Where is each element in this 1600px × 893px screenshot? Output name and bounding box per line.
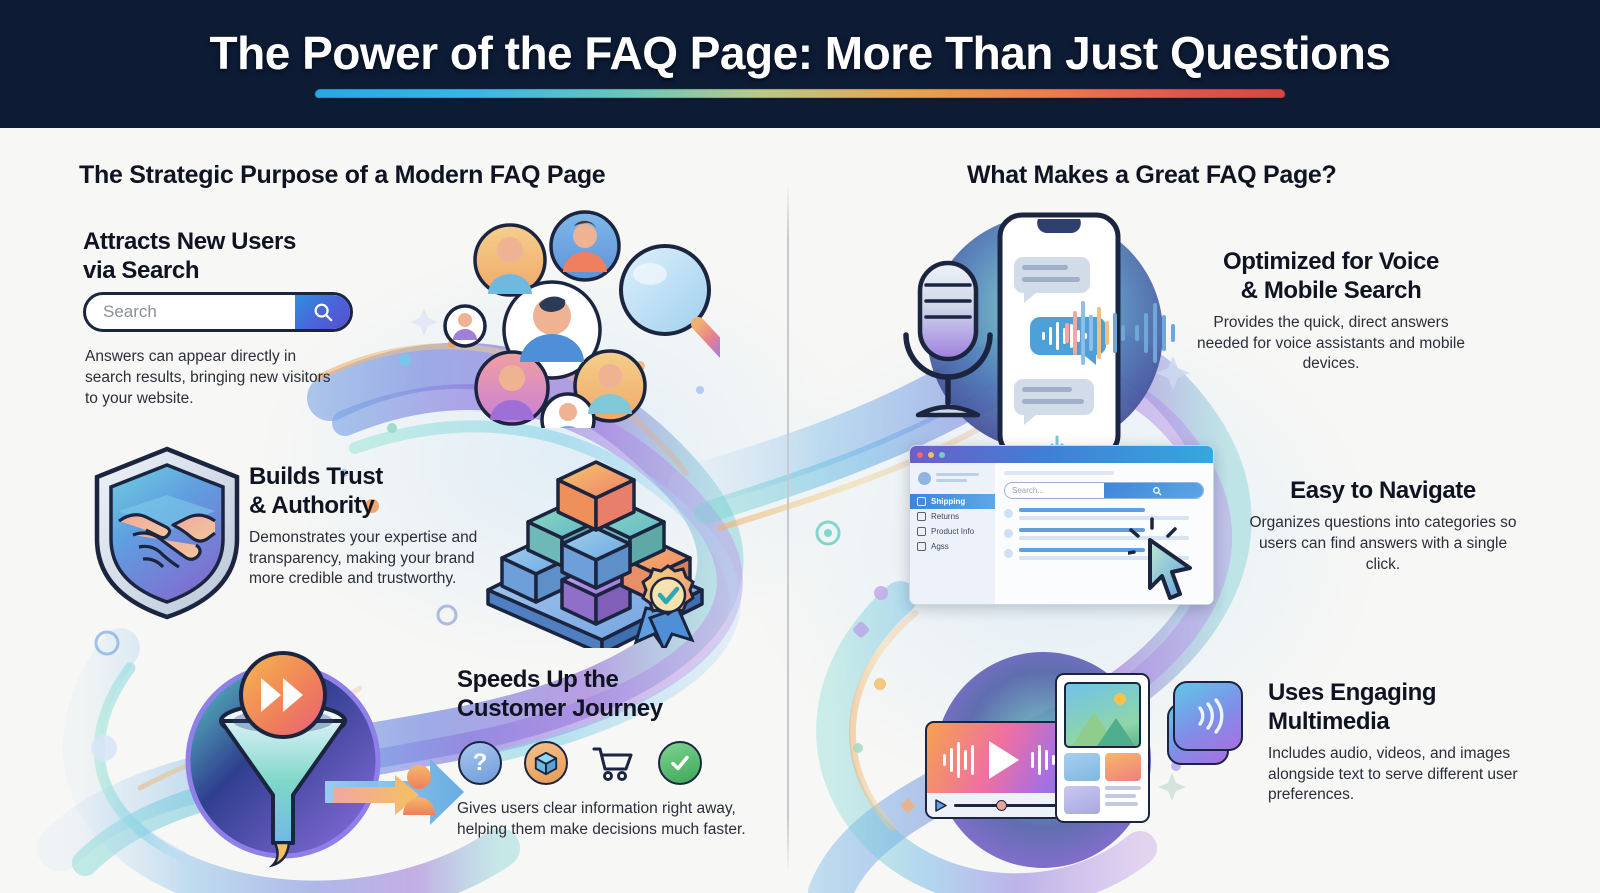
journey-step-icons: ? xyxy=(458,741,702,785)
click-cursor-icon xyxy=(1128,517,1192,600)
signal-wave-icon xyxy=(1198,698,1224,734)
page-title: The Power of the FAQ Page: More Than Jus… xyxy=(209,27,1391,79)
sidebar-item-agss[interactable]: Agss xyxy=(910,539,995,554)
faq-search-input[interactable]: Search... xyxy=(1004,482,1204,499)
faq-result-row[interactable] xyxy=(1004,548,1204,560)
microphone-phone-icon xyxy=(903,212,1175,460)
search-input[interactable]: Search xyxy=(83,292,353,332)
search-input-placeholder: Search xyxy=(103,302,157,321)
right-item-3-desc: Includes audio, videos, and images along… xyxy=(1268,744,1518,804)
right-item-3-title-line1: Uses Engaging xyxy=(1268,679,1437,706)
returns-icon xyxy=(917,512,926,521)
play-icon[interactable] xyxy=(935,798,947,812)
right-item-3-title-line2: Multimedia xyxy=(1268,707,1390,735)
thumbnail xyxy=(1105,753,1141,781)
left-item-2-title-line1: Builds Trust xyxy=(249,463,383,490)
agss-icon xyxy=(917,542,926,551)
question-icon: ? xyxy=(458,741,502,785)
image-gallery-card[interactable] xyxy=(1055,673,1150,823)
multimedia-cards-icon xyxy=(925,652,1229,868)
title-underline-accent xyxy=(314,89,1286,98)
left-item-3-title-line2: Customer Journey xyxy=(457,694,663,722)
sidebar-item-product-info-label: Product Info xyxy=(931,527,975,536)
video-progress-slider[interactable] xyxy=(954,799,1065,811)
faq-search-button[interactable] xyxy=(1104,483,1203,498)
right-item-2: Easy to Navigate Organizes questions int… xyxy=(1243,477,1523,576)
thumbnail xyxy=(1064,786,1100,814)
browser-sidebar: Shipping Returns Product Info Agss xyxy=(910,463,995,604)
right-item-1-title-line2: & Mobile Search xyxy=(1240,276,1422,304)
search-submit-button[interactable] xyxy=(295,295,350,329)
right-item-1-desc: Provides the quick, direct answers neede… xyxy=(1197,313,1465,373)
building-blocks-badge-artwork xyxy=(486,460,704,648)
sidebar-profile xyxy=(910,472,995,494)
product-info-icon xyxy=(917,527,926,536)
profile-placeholder-lines xyxy=(936,472,987,485)
search-icon xyxy=(1153,486,1162,495)
right-item-1: Optimized for Voice & Mobile Search Prov… xyxy=(1196,248,1466,375)
browser-content: Shipping Returns Product Info Agss xyxy=(910,463,1213,604)
check-glyph xyxy=(671,755,689,771)
shopping-cart-icon xyxy=(592,747,633,781)
left-item-1: Attracts New Users via Search xyxy=(83,228,383,286)
thumbnail-text-row xyxy=(1064,786,1141,814)
column-divider xyxy=(787,183,789,873)
left-item-1-title-line2: via Search xyxy=(83,256,200,284)
audience-avatars-artwork xyxy=(443,210,720,428)
shipping-icon xyxy=(917,497,926,506)
right-column-heading: What Makes a Great FAQ Page? xyxy=(967,161,1337,189)
shield-handshake-icon xyxy=(94,446,240,620)
panel-heading-placeholder xyxy=(1004,471,1114,475)
left-item-3-title-line1: Speeds Up the xyxy=(457,666,619,693)
package-glyph xyxy=(534,751,558,776)
check-circle-icon xyxy=(658,741,702,785)
video-waveform-play xyxy=(943,741,1055,779)
sidebar-item-agss-label: Agss xyxy=(931,542,949,551)
video-progress-knob[interactable] xyxy=(996,799,1008,811)
left-item-3: Speeds Up the Customer Journey xyxy=(457,666,757,724)
window-close-dot[interactable] xyxy=(917,451,923,458)
right-item-3: Uses Engaging Multimedia Includes audio,… xyxy=(1268,679,1548,806)
right-item-2-title-line1: Easy to Navigate xyxy=(1290,477,1476,504)
funnel-fastforward-icon xyxy=(185,651,464,868)
right-item-1-title-line1: Optimized for Voice xyxy=(1223,248,1439,275)
left-item-1-desc: Answers can appear directly in search re… xyxy=(85,348,331,407)
left-item-3-desc-wrap: Gives users clear information right away… xyxy=(457,792,767,841)
faq-result-row[interactable] xyxy=(1004,508,1204,520)
avatar xyxy=(918,472,931,485)
left-column-heading: The Strategic Purpose of a Modern FAQ Pa… xyxy=(79,161,606,189)
sidebar-item-shipping[interactable]: Shipping xyxy=(910,494,995,509)
sun-icon xyxy=(1114,693,1126,705)
left-item-2-title-line2: & Authority xyxy=(249,491,375,519)
left-item-1-desc-wrap: Answers can appear directly in search re… xyxy=(85,340,335,410)
search-icon xyxy=(314,303,332,322)
window-maximize-dot[interactable] xyxy=(939,451,945,458)
browser-main-panel: Search... xyxy=(995,463,1213,604)
photo-thumbnail xyxy=(1064,682,1141,748)
faq-result-row[interactable] xyxy=(1004,528,1204,540)
browser-titlebar xyxy=(910,446,1213,463)
faq-search-placeholder: Search... xyxy=(1012,486,1045,495)
right-item-2-desc: Organizes questions into categories so u… xyxy=(1249,513,1517,573)
text-placeholder-lines xyxy=(1105,786,1141,814)
page-header: The Power of the FAQ Page: More Than Jus… xyxy=(0,0,1600,128)
window-minimize-dot[interactable] xyxy=(928,451,934,458)
mountain-shape xyxy=(1097,718,1135,746)
package-icon xyxy=(524,741,568,785)
video-player-card[interactable] xyxy=(925,721,1075,819)
sidebar-item-product-info[interactable]: Product Info xyxy=(910,524,995,539)
multimedia-accent-icon xyxy=(1173,681,1243,751)
sidebar-item-returns[interactable]: Returns xyxy=(910,509,995,524)
sidebar-item-shipping-label: Shipping xyxy=(931,497,966,506)
video-controls[interactable] xyxy=(927,793,1073,817)
sidebar-item-returns-label: Returns xyxy=(931,512,960,521)
infographic-body: The Strategic Purpose of a Modern FAQ Pa… xyxy=(0,128,1600,893)
left-item-2-desc: Demonstrates your expertise and transpar… xyxy=(249,528,478,588)
left-item-3-desc: Gives users clear information right away… xyxy=(457,800,746,838)
left-item-1-title-line1: Attracts New Users xyxy=(83,228,296,255)
left-item-2: Builds Trust & Authority Demonstrates yo… xyxy=(249,463,479,590)
thumbnail xyxy=(1064,753,1100,781)
thumbnail-row xyxy=(1064,753,1141,781)
